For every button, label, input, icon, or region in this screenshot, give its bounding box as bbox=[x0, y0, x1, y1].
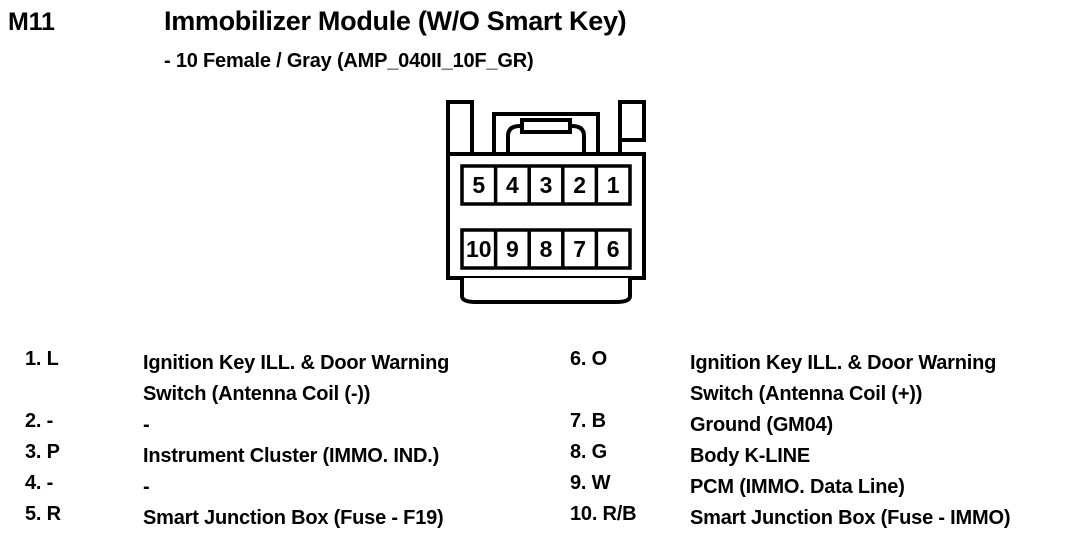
pin-row: 3. P Instrument Cluster (IMMO. IND.) bbox=[0, 441, 540, 472]
pin-desc: - bbox=[143, 414, 150, 436]
connector-left-tab bbox=[446, 100, 474, 156]
pin-row: 8. G Body K-LINE bbox=[560, 441, 1084, 472]
pin-cell-bottom-5: 6 bbox=[607, 236, 620, 262]
pin-desc: PCM (IMMO. Data Line) bbox=[690, 476, 905, 498]
pin-cell-top-2: 4 bbox=[506, 172, 519, 198]
page-title: Immobilizer Module (W/O Smart Key) bbox=[164, 6, 627, 36]
pin-row: 4. - - bbox=[0, 472, 540, 503]
connector-skirt bbox=[460, 278, 632, 304]
pin-ref: 8. G bbox=[570, 441, 607, 463]
pin-cell-bottom-2: 9 bbox=[506, 236, 519, 262]
pin-ref: 3. P bbox=[25, 441, 60, 463]
pin-desc: Instrument Cluster (IMMO. IND.) bbox=[143, 445, 440, 467]
pin-ref: 7. B bbox=[570, 410, 606, 432]
pin-cell-bottom-1: 10 bbox=[466, 236, 492, 262]
pin-desc: - bbox=[143, 476, 150, 498]
pin-row: 2. - - bbox=[0, 410, 540, 441]
pin-ref: 9. W bbox=[570, 472, 611, 494]
pin-row: 6. O Ignition Key ILL. & Door Warning Sw… bbox=[560, 348, 1084, 410]
connector-diagram: 5 4 3 2 1 10 9 8 7 6 bbox=[432, 98, 660, 306]
pin-row: 5. R Smart Junction Box (Fuse - F19) bbox=[0, 503, 540, 534]
pin-desc: Smart Junction Box (Fuse - IMMO) bbox=[690, 507, 1011, 529]
pin-ref: 4. - bbox=[25, 472, 54, 494]
connector-code: M11 bbox=[8, 8, 55, 36]
pin-desc: Body K-LINE bbox=[690, 445, 811, 467]
module-subtitle: - 10 Female / Gray (AMP_040II_10F_GR) bbox=[164, 50, 534, 72]
pin-ref: 1. L bbox=[25, 348, 59, 370]
pin-ref: 5. R bbox=[25, 503, 61, 525]
pin-desc: Smart Junction Box (Fuse - F19) bbox=[143, 507, 444, 529]
pin-row-bottom bbox=[460, 228, 632, 270]
connector-right-tab bbox=[618, 100, 646, 154]
pin-column-right: 6. O Ignition Key ILL. & Door Warning Sw… bbox=[560, 348, 1084, 534]
pin-cell-top-1: 5 bbox=[472, 172, 485, 198]
pin-ref: 6. O bbox=[570, 348, 607, 370]
pin-cell-top-5: 1 bbox=[607, 172, 620, 198]
pin-cell-bottom-3: 8 bbox=[540, 236, 553, 262]
pin-row: 1. L Ignition Key ILL. & Door Warning Sw… bbox=[0, 348, 540, 410]
pin-cell-top-4: 2 bbox=[573, 172, 586, 198]
pin-desc: Ground (GM04) bbox=[690, 414, 833, 436]
pin-ref: 2. - bbox=[25, 410, 54, 432]
pin-desc: Ignition Key ILL. & Door Warning Switch … bbox=[143, 352, 450, 405]
pin-row-top bbox=[460, 164, 632, 206]
pin-row: 7. B Ground (GM04) bbox=[560, 410, 1084, 441]
pin-column-left: 1. L Ignition Key ILL. & Door Warning Sw… bbox=[0, 348, 540, 534]
pin-ref: 10. R/B bbox=[570, 503, 637, 525]
connector-latch-slot bbox=[520, 118, 572, 134]
pin-row: 10. R/B Smart Junction Box (Fuse - IMMO) bbox=[560, 503, 1084, 534]
pin-cell-top-3: 3 bbox=[540, 172, 553, 198]
pin-row: 9. W PCM (IMMO. Data Line) bbox=[560, 472, 1084, 503]
pin-desc: Ignition Key ILL. & Door Warning Switch … bbox=[690, 352, 997, 405]
connector-illustration: 5 4 3 2 1 10 9 8 7 6 bbox=[446, 100, 646, 304]
pin-cell-bottom-4: 7 bbox=[573, 236, 586, 262]
